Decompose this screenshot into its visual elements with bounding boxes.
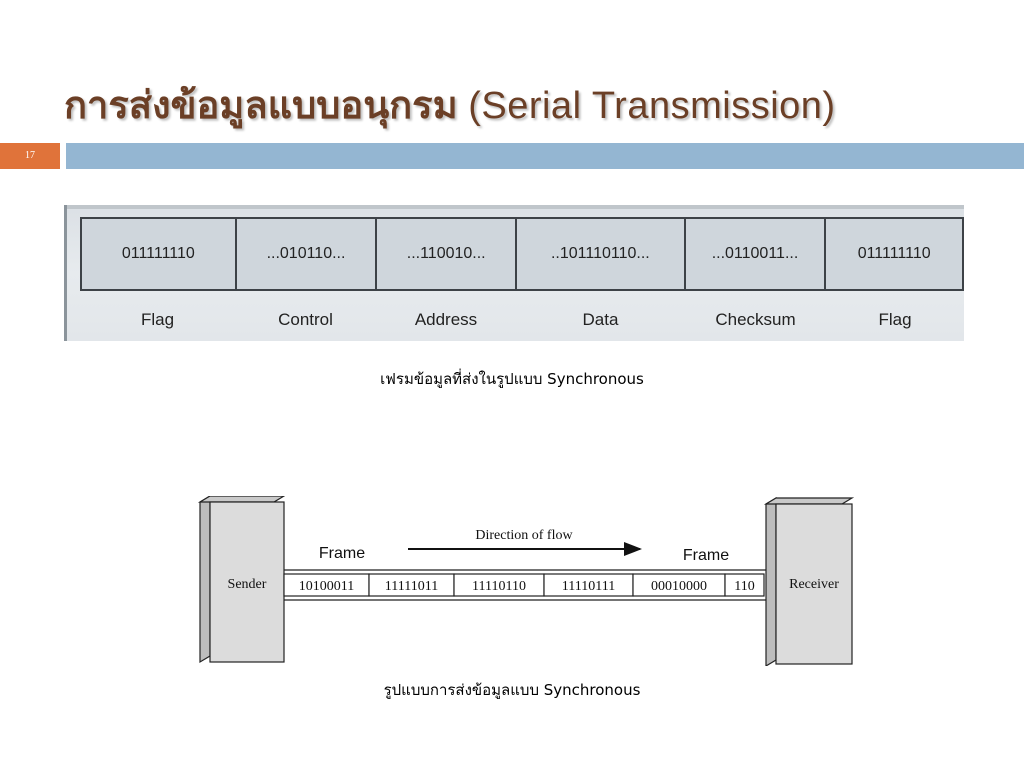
byte-4: 11110111 xyxy=(562,579,615,594)
title-underline-bar xyxy=(66,143,1024,169)
byte-1: 10100011 xyxy=(299,579,354,594)
sender-box: Sender xyxy=(197,496,286,664)
byte-stream: 10100011 11111011 11110110 11110111 0001… xyxy=(283,573,765,597)
receiver-box: Receiver xyxy=(763,496,855,666)
frame-field-flag-start: 011111110 xyxy=(82,219,237,289)
byte-5: 00010000 xyxy=(651,579,707,594)
frame-label-checksum: Checksum xyxy=(715,310,796,329)
sender-label: Sender xyxy=(228,577,267,592)
frame-label-flag-start: Flag xyxy=(140,310,175,329)
byte-cell xyxy=(724,573,765,597)
synchronous-transmission-diagram: Sender Receiver 10100011 11111011 111101… xyxy=(197,496,855,666)
frame-structure-figure: 011111110 ...010110... ...110010... ..10… xyxy=(64,205,964,341)
frame-field-data: ..101110110... xyxy=(517,219,686,289)
byte-6: 110 xyxy=(734,579,754,594)
frame-fields-row: 011111110 ...010110... ...110010... ..10… xyxy=(80,217,964,291)
direction-label: Direction of flow xyxy=(475,528,573,543)
frame-field-labels: Flag Control Address Data Checksum Flag xyxy=(80,305,964,335)
sync-figure-caption: รูปแบบการส่งข้อมูลแบบ Synchronous xyxy=(383,681,641,699)
frame-field-address: ...110010... xyxy=(377,219,518,289)
frame-label-data: Data xyxy=(582,310,619,329)
frame-field-checksum: ...0110011... xyxy=(686,219,827,289)
slide-number: 17 xyxy=(0,143,60,169)
frame-label-right: Frame xyxy=(683,547,729,564)
frame-figure-caption: เฟรมข้อมูลที่ส่งในรูปแบบ Synchronous xyxy=(380,370,644,388)
slide-title: การส่งข้อมูลแบบอนุกรม (Serial Transmissi… xyxy=(64,78,1019,136)
title-english: (Serial Transmission) xyxy=(468,85,836,127)
receiver-label: Receiver xyxy=(789,577,839,592)
frame-label-flag-end: Flag xyxy=(878,310,912,329)
frame-label-address: Address xyxy=(414,310,478,329)
title-thai: การส่งข้อมูลแบบอนุกรม xyxy=(64,85,458,127)
byte-2: 11111011 xyxy=(385,579,438,594)
byte-3: 11110110 xyxy=(472,579,526,594)
frame-field-control: ...010110... xyxy=(237,219,378,289)
figure-left-edge xyxy=(64,205,67,341)
frame-field-flag-end: 011111110 xyxy=(826,219,964,289)
figure-top-edge xyxy=(64,205,964,209)
frame-label-control: Control xyxy=(278,310,333,329)
frame-label-left: Frame xyxy=(319,545,365,562)
